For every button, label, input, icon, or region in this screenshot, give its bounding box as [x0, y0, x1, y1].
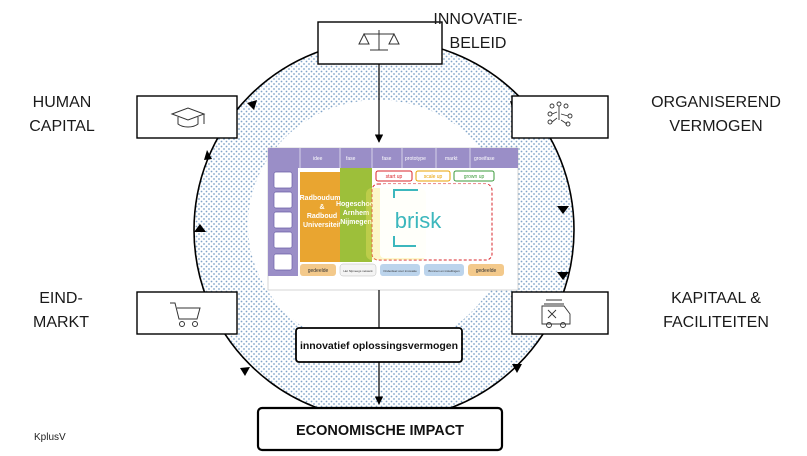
brisk-logo: brisk [395, 208, 442, 233]
scales-icon-box [317, 21, 443, 65]
label-human-capital-line2: CAPITAL [29, 118, 95, 135]
inset-header-col: groeifase [474, 156, 495, 162]
van-tools-icon-box [511, 291, 609, 335]
label-eindmarkt-line2: MARKT [33, 314, 89, 331]
center-capability-label: innovatief oplossingsvermogen [300, 340, 458, 352]
label-eindmarkt-line1: EIND- [39, 290, 83, 307]
inset-pill: Het Nijmeegs netwerk [343, 269, 373, 273]
van-tools-icon [541, 299, 571, 328]
inset-text: & [319, 204, 324, 211]
network-icon-box [511, 95, 609, 139]
network-icon [547, 101, 573, 127]
stage-tag-start: start up [386, 174, 403, 180]
center-capability-box: innovatief oplossingsvermogen [295, 327, 463, 363]
label-human-capital-line1: HUMAN [33, 94, 92, 111]
dotted-ring [193, 40, 574, 420]
inset-header-bar [268, 148, 518, 168]
inset-header-col: fase [346, 156, 356, 162]
inset-pill: Onderdeel voor innovatie [383, 269, 417, 273]
stage-tag-scale: scale up [424, 174, 443, 180]
label-organiserend-line1: ORGANISEREND [651, 94, 781, 111]
label-kapitaal-line1: KAPITAAL & [671, 290, 761, 307]
inset-text: Arnhem [343, 210, 369, 217]
cart-icon [170, 302, 201, 327]
inset-pill: gedeelde [476, 268, 497, 274]
cart-icon-box [136, 291, 238, 335]
inset-block-han [340, 168, 372, 262]
label-organiserend-line2: VERMOGEN [669, 118, 762, 135]
inset-header-col: fase [382, 156, 392, 162]
inset-header-col: markt [445, 156, 458, 162]
inset-text: Nijmegen [340, 219, 372, 226]
label-kapitaal-line2: FACILITEITEN [663, 314, 769, 331]
inset-text: Radboud [307, 213, 337, 220]
inset-text: Hogeschool [336, 201, 376, 208]
stage-tag-grown: grown up [464, 174, 485, 180]
scales-icon [358, 30, 400, 51]
inset-header-col: idee [313, 156, 323, 162]
graduation-cap-icon-box [136, 95, 238, 139]
inset-header-col: prototype [405, 156, 426, 162]
economic-impact-label: ECONOMISCHE IMPACT [296, 423, 464, 439]
inset-ecosystem-image: idee fase fase prototype markt groeifase… [267, 147, 519, 291]
inset-pill: gedeelde [308, 268, 329, 274]
label-innovatiebeleid-line2: BELEID [450, 35, 507, 52]
economic-impact-box: ECONOMISCHE IMPACT [256, 406, 504, 452]
brisk-logo-panel [380, 184, 490, 258]
inset-header-cols: idee fase fase prototype markt groeifase [299, 148, 495, 168]
inset-block-radboud [300, 172, 344, 262]
inset-pill: Bronnen en instellingen [428, 269, 460, 273]
footer-kplusv: KplusV [34, 432, 66, 443]
graduation-cap-icon [170, 107, 206, 128]
inset-text: Radboudumc [300, 195, 345, 202]
inset-text: Universiteit [303, 222, 342, 229]
label-innovatiebeleid-line1: INNOVATIE- [433, 11, 522, 28]
